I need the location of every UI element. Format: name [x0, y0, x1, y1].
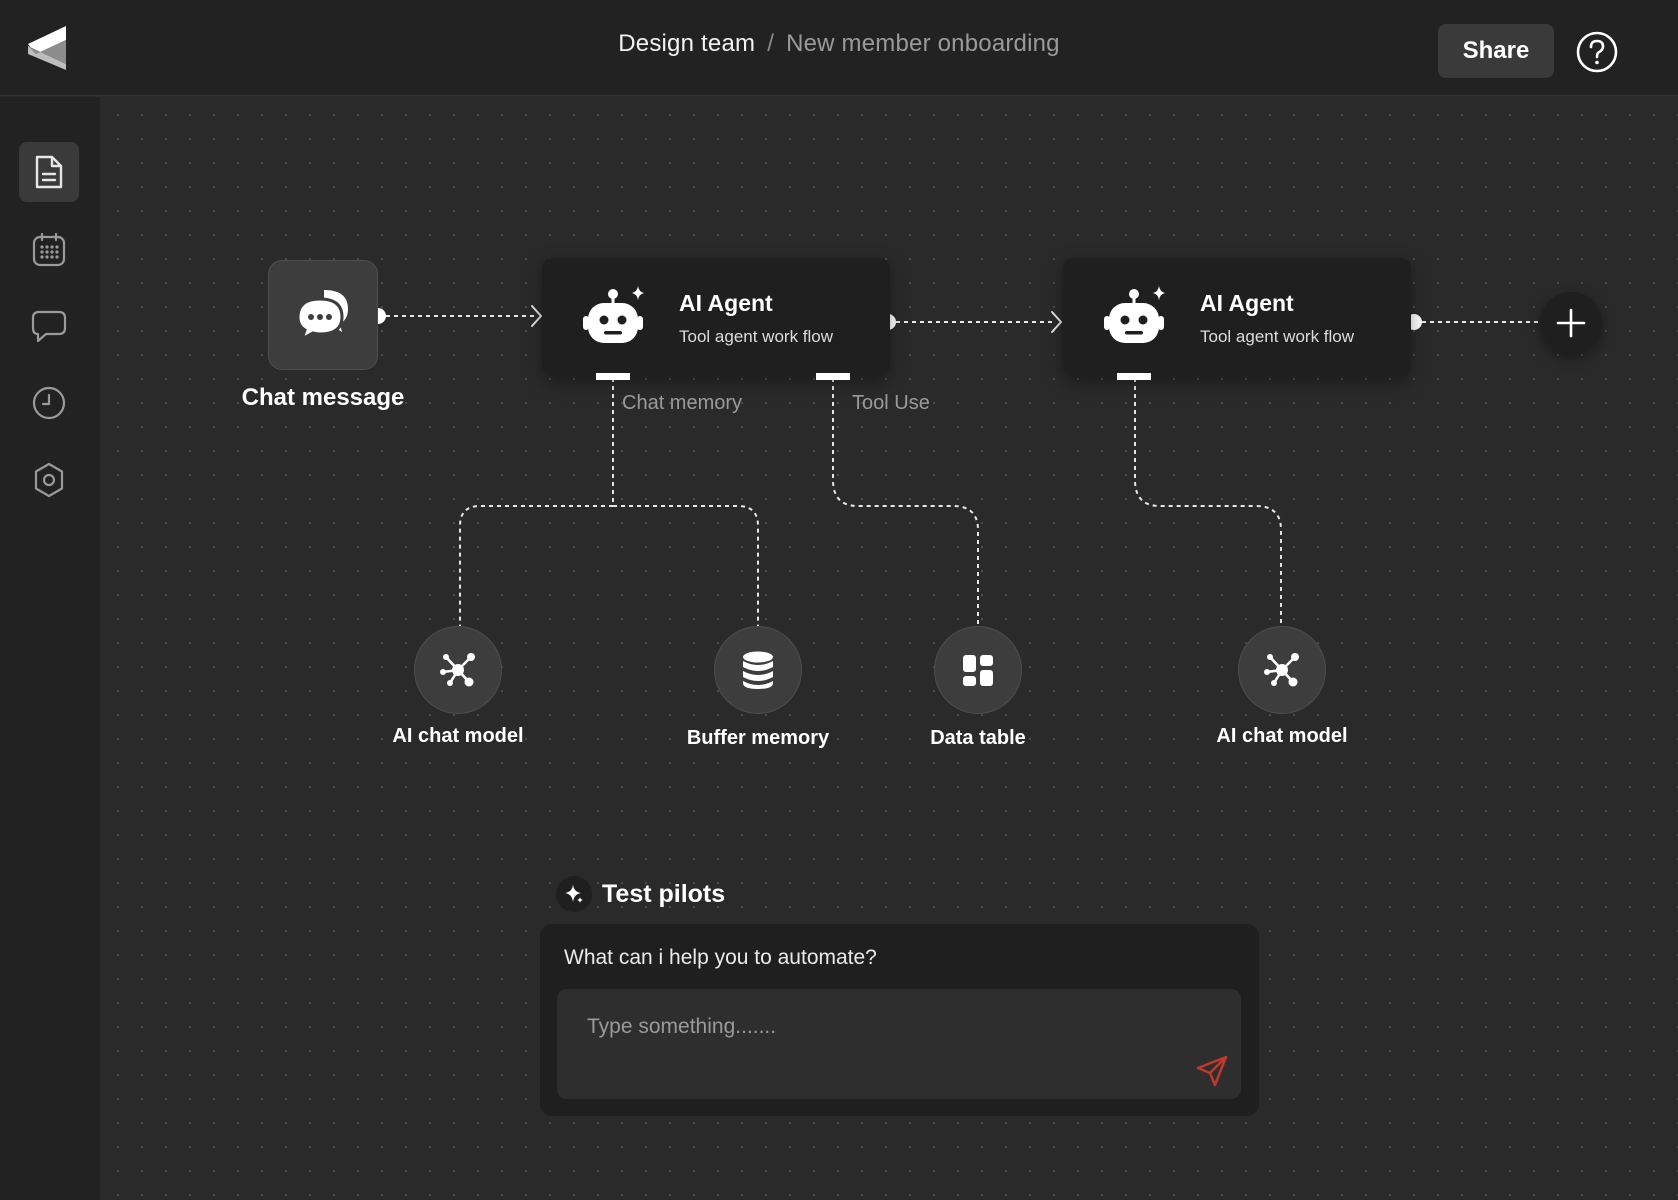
plus-icon — [1556, 308, 1586, 338]
send-icon[interactable] — [1195, 1054, 1229, 1088]
network-icon — [1264, 653, 1299, 687]
sidebar-item-settings[interactable] — [19, 450, 79, 510]
agent-node-subtitle: Tool agent work flow — [1200, 327, 1355, 346]
add-node-button[interactable] — [1540, 292, 1602, 354]
test-pilots-header: Test pilots — [556, 876, 725, 912]
chat-memory-label: Chat memory — [622, 392, 743, 414]
memory-port[interactable] — [1117, 373, 1151, 380]
sub-node-buffer-memory[interactable] — [714, 626, 802, 714]
sub-node-label: AI chat model — [392, 725, 524, 747]
tool-port[interactable] — [816, 373, 850, 380]
chat-bubbles-icon — [296, 290, 348, 343]
sidebar — [0, 97, 100, 1200]
calendar-icon — [32, 232, 66, 267]
agent-node-2[interactable]: AI Agent Tool agent work flow — [1063, 258, 1411, 376]
agent-node-title: AI Agent — [1200, 290, 1294, 316]
document-icon — [35, 155, 63, 189]
sub-node-label: Data table — [930, 727, 1026, 749]
tool-use-label: Tool Use — [852, 392, 930, 414]
robot-icon — [583, 286, 644, 343]
grid-icon — [963, 655, 993, 686]
trigger-node-title: Chat message — [241, 384, 405, 411]
sub-node-ai-chat-model-2[interactable] — [1238, 626, 1326, 714]
breadcrumb: Design team / New member onboarding — [0, 30, 1678, 58]
agent-node-1[interactable]: AI Agent Tool agent work flow — [542, 258, 890, 376]
memory-port[interactable] — [596, 373, 630, 380]
sidebar-item-chat[interactable] — [19, 296, 79, 356]
agent-node-title: AI Agent — [679, 290, 773, 316]
app-logo[interactable] — [26, 24, 70, 70]
breadcrumb-team[interactable]: Design team — [618, 30, 756, 57]
sub-node-label: AI chat model — [1216, 725, 1348, 747]
test-pilots-question: What can i help you to automate? — [564, 946, 877, 969]
test-pilots-title: Test pilots — [602, 879, 726, 908]
sub-node-data-table[interactable] — [934, 626, 1022, 714]
gear-icon — [34, 462, 64, 498]
agent-node-subtitle: Tool agent work flow — [679, 327, 834, 346]
clock-icon — [32, 386, 66, 420]
trigger-node-chat-message[interactable] — [268, 260, 378, 370]
database-icon — [743, 651, 773, 689]
breadcrumb-page[interactable]: New member onboarding — [786, 30, 1060, 57]
network-icon — [440, 653, 475, 687]
sub-node-label: Buffer memory — [686, 727, 830, 749]
help-circle-icon[interactable] — [1575, 30, 1619, 74]
sidebar-item-history[interactable] — [19, 373, 79, 433]
sidebar-item-document[interactable] — [19, 142, 79, 202]
test-pilots-input[interactable] — [557, 989, 1241, 1099]
share-button[interactable]: Share — [1438, 24, 1554, 78]
sub-node-ai-chat-model-1[interactable] — [414, 626, 502, 714]
sidebar-item-calendar[interactable] — [19, 220, 79, 280]
sparkle-icon — [556, 876, 592, 912]
test-pilots-panel: What can i help you to automate? — [540, 924, 1259, 1116]
robot-icon — [1104, 286, 1165, 343]
breadcrumb-separator: / — [767, 30, 775, 57]
top-bar: Design team / New member onboarding Share — [0, 0, 1678, 96]
chat-bubble-icon — [31, 310, 67, 343]
